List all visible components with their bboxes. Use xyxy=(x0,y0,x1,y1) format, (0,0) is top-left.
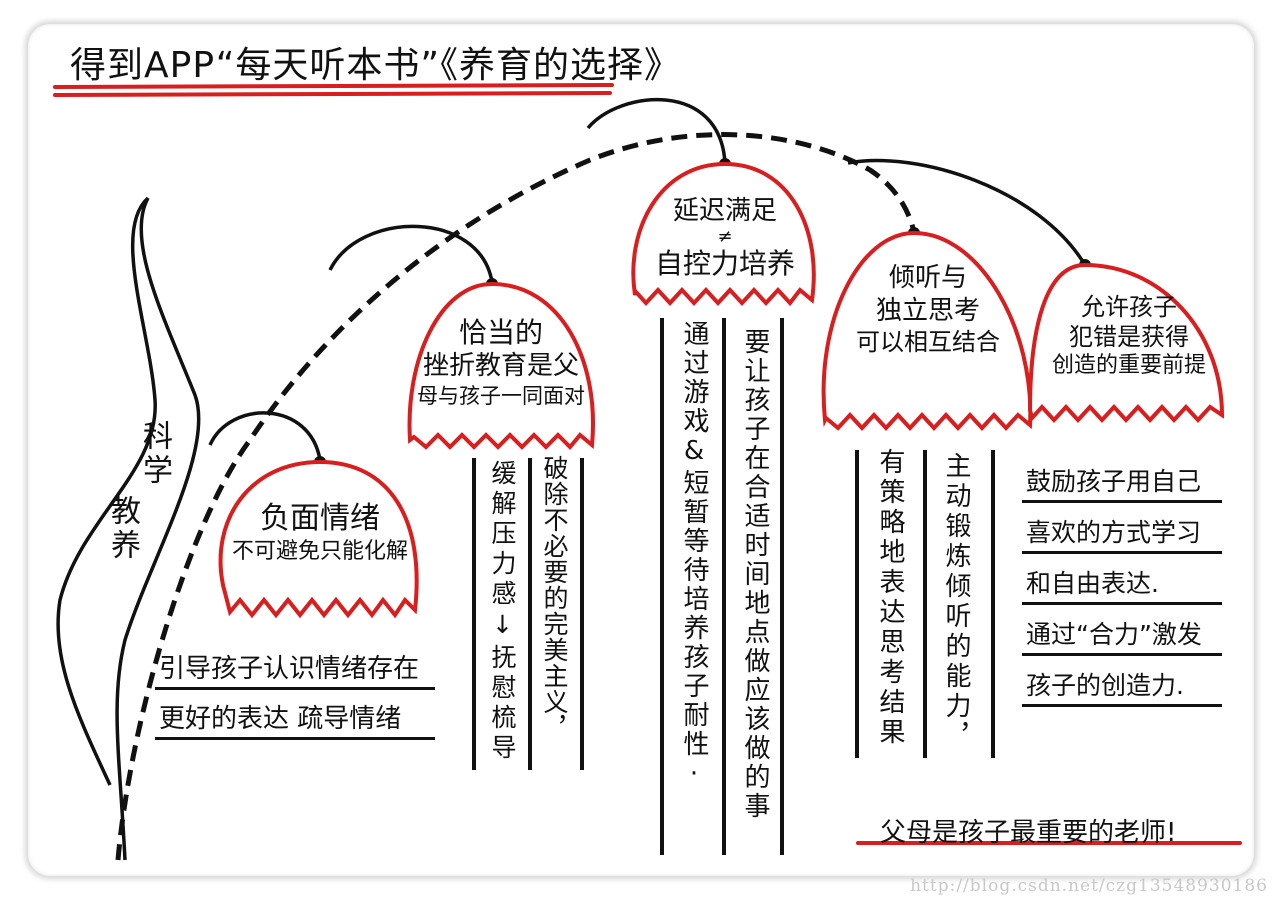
bubble-line: 延迟满足 xyxy=(672,196,777,226)
detail-column: 通过游戏&短暂等待培养孩子耐性· xyxy=(679,320,709,792)
watermark: http://blog.csdn.net/czg13548930186 xyxy=(910,876,1268,896)
bubble-allow-mistakes xyxy=(1027,262,1225,423)
trunk-leaf-shape xyxy=(56,196,201,861)
trunk-label-2: 教养 xyxy=(105,495,140,563)
bubble-line: 可以相互结合 xyxy=(856,328,1000,356)
bubble-line: 创造的重要前提 xyxy=(1051,353,1206,378)
bubble-negative-emotion xyxy=(218,459,419,619)
detail-line: 通过“合力”激发 xyxy=(1022,615,1222,656)
column-dividers xyxy=(472,318,995,855)
details-allow-mistakes: 鼓励孩子用自己 喜欢的方式学习 和自由表达. 通过“合力”激发 孩子的创造力. xyxy=(1022,462,1222,707)
detail-line: 孩子的创造力. xyxy=(1022,666,1222,707)
bubble-frustration-education xyxy=(407,281,595,450)
bubble-text-delayed-gratification: 延迟满足 ≠ 自控力培养 xyxy=(636,195,814,281)
bubble-line: 负面情绪 xyxy=(260,501,380,536)
bubble-line: 挫折教育是父 xyxy=(422,351,579,381)
detail-column: 要让孩子在合适时间地点做应该做的事 xyxy=(740,328,770,821)
details-negative-emotion: 引导孩子认识情绪存在 更好的表达 疏导情绪 xyxy=(155,648,435,740)
detail-line: 鼓励孩子用自己 xyxy=(1022,462,1222,503)
node-connectors xyxy=(208,97,1087,461)
bubble-listening-thinking xyxy=(821,230,1033,431)
bubble-line: 恰当的 xyxy=(458,316,543,349)
bubble-line: ≠ xyxy=(717,225,733,247)
trunk-label-1: 科学 xyxy=(137,420,172,488)
detail-column: 有策略地表达思考结果 xyxy=(875,448,905,748)
bubble-text-listening-thinking: 倾听与 独立思考 可以相互结合 xyxy=(830,262,1026,357)
detail-column: 主动锻炼倾听的能力， xyxy=(941,452,971,752)
detail-line: 更好的表达 疏导情绪 xyxy=(155,698,435,740)
bubble-line: 母与孩子一同面对 xyxy=(417,383,585,408)
bubble-line: 不可避免只能化解 xyxy=(231,538,408,564)
bubble-text-negative-emotion: 负面情绪 不可避免只能化解 xyxy=(222,500,418,565)
bubble-line: 自控力培养 xyxy=(654,246,795,280)
bubble-line: 允许孩子 xyxy=(1081,293,1177,321)
detail-column: 缓解压力感↓抚慰梳导 xyxy=(488,460,517,764)
title-underline xyxy=(53,83,614,97)
detail-line: 引导孩子认识情绪存在 xyxy=(155,648,435,690)
bubble-line: 独立思考 xyxy=(875,295,980,326)
bubble-line: 倾听与 xyxy=(888,263,967,293)
bubble-delayed-gratification xyxy=(631,161,816,307)
footer-note: 父母是孩子最重要的老师! xyxy=(880,818,1177,848)
bubble-text-frustration-education: 恰当的 挫折教育是父 母与孩子一同面对 xyxy=(408,315,594,409)
bubble-line: 犯错是获得 xyxy=(1069,323,1189,351)
detail-line: 和自由表达. xyxy=(1022,564,1222,605)
detail-column: 破除不必要的完美主义， xyxy=(540,455,569,741)
page-title: 得到APP“每天听本书”《养育的选择》 xyxy=(70,45,682,86)
bubble-text-allow-mistakes: 允许孩子 犯错是获得 创造的重要前提 xyxy=(1036,292,1222,380)
mind-map-card xyxy=(28,24,1254,876)
detail-line: 喜欢的方式学习 xyxy=(1022,513,1222,554)
